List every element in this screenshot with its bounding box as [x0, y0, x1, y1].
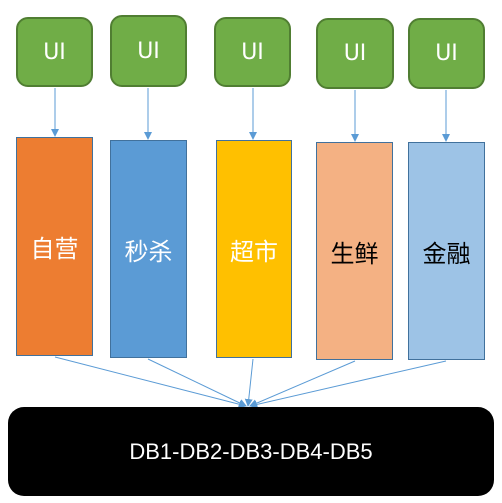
ui-box-3: UI [214, 17, 291, 87]
business-box-chaoshi: 超市 [216, 140, 292, 358]
ui-box-label: UI [435, 41, 458, 66]
ui-box-label: UI [43, 39, 66, 65]
business-box-label: 生鲜 [330, 239, 379, 268]
business-box-ziying: 自营 [16, 137, 93, 356]
arrow-miaosha-to-db [147, 358, 247, 407]
ui-box-label: UI [241, 39, 264, 65]
database-label: DB1-DB2-DB3-DB4-DB5 [129, 438, 373, 464]
business-box-label: 自营 [30, 235, 79, 263]
database-box: DB1-DB2-DB3-DB4-DB5 [8, 407, 494, 496]
ui-box-1: UI [16, 17, 93, 87]
arrow-ziying-to-db [54, 356, 247, 409]
arrow-shengxian-to-db [249, 360, 356, 407]
business-box-miaosha: 秒杀 [110, 140, 187, 358]
arrow-jinrong-to-db [249, 360, 447, 409]
business-box-jinrong: 金融 [408, 142, 485, 360]
ui-box-label: UI [137, 38, 160, 64]
ui-box-label: UI [343, 41, 367, 66]
ui-box-4: UI [316, 18, 394, 89]
business-box-label: 金融 [422, 239, 471, 268]
business-box-label: 超市 [230, 237, 278, 266]
business-box-shengxian: 生鲜 [316, 142, 393, 360]
ui-box-5: UI [408, 18, 485, 89]
arrow-chaoshi-to-db [244, 358, 254, 407]
business-box-label: 秒杀 [124, 237, 173, 266]
ui-box-2: UI [110, 15, 187, 87]
